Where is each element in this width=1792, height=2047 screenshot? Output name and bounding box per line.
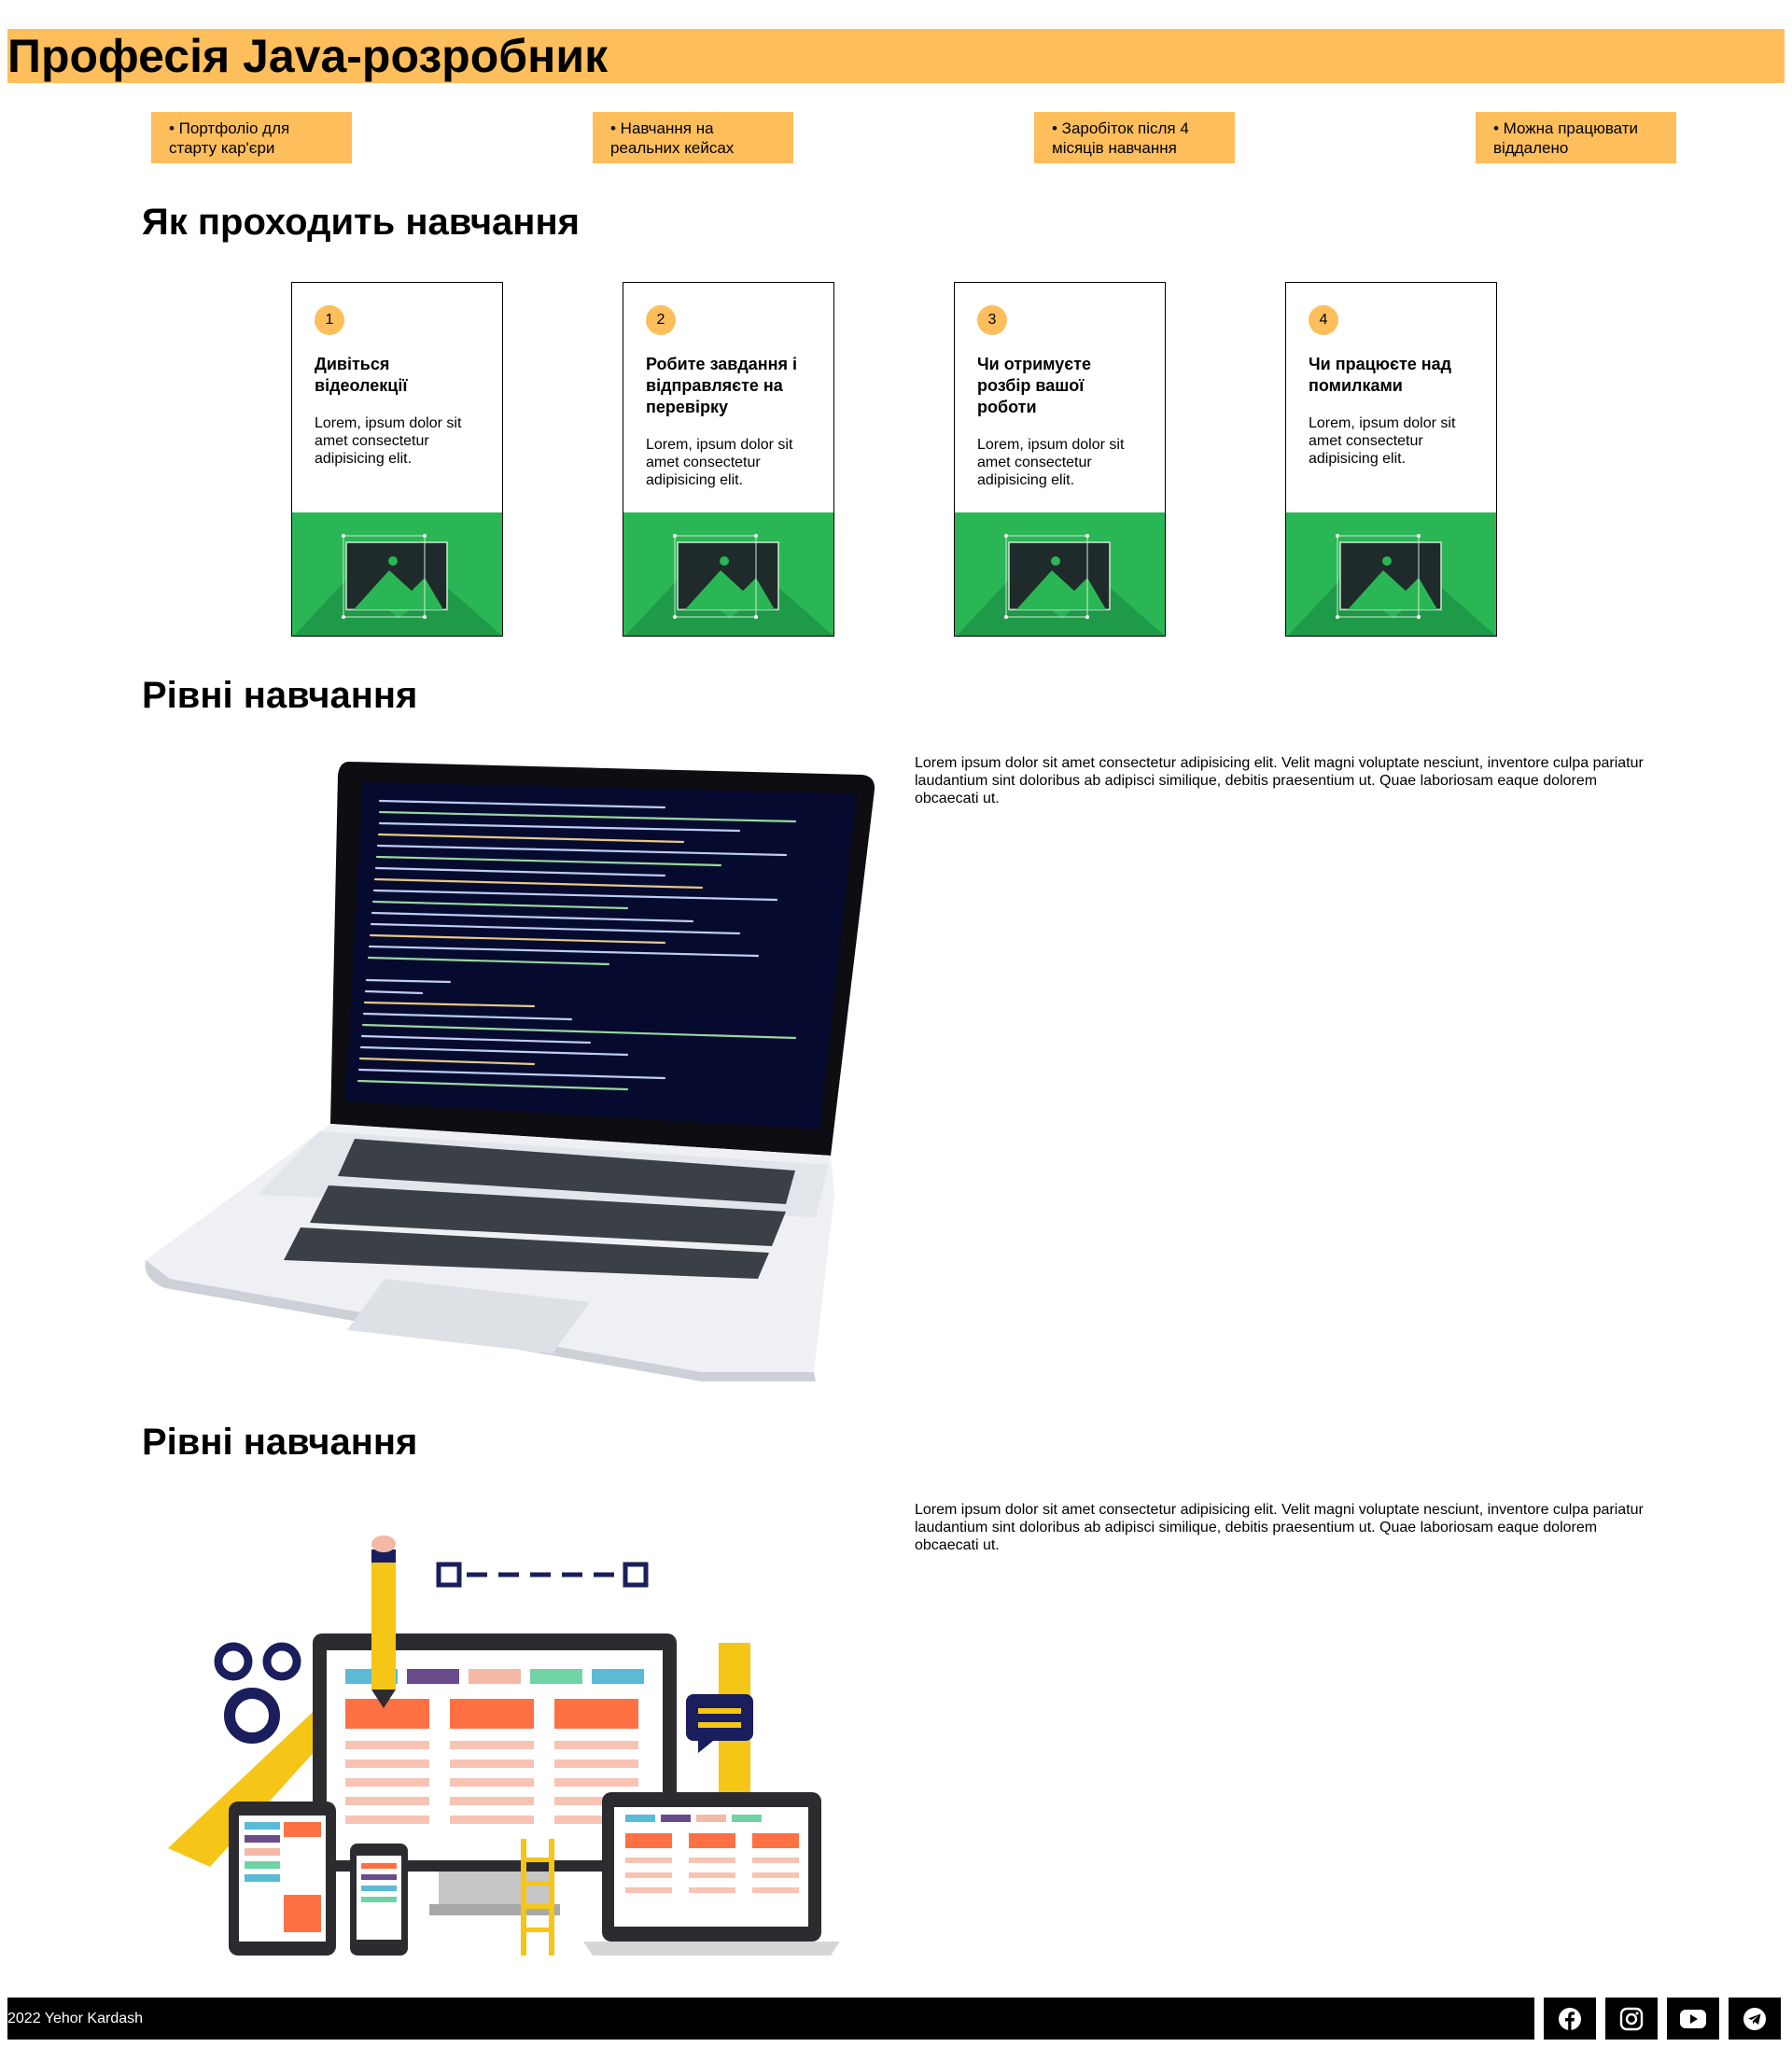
image-placeholder-icon — [1286, 512, 1496, 636]
instagram-link[interactable] — [1605, 1998, 1658, 2040]
image-placeholder-icon — [292, 512, 502, 636]
step-card: 3 Чи отримуєте розбір вашої роботи Lorem… — [954, 282, 1166, 637]
facebook-icon — [1559, 2007, 1581, 2030]
step-title: Чи працюєте над помилками — [1309, 355, 1452, 395]
instagram-icon — [1619, 2007, 1644, 2030]
telegram-link[interactable] — [1729, 1998, 1781, 2040]
step-number: 1 — [315, 305, 344, 335]
step-title: Дивіться відеолекції — [315, 355, 408, 395]
step-text: Lorem, ipsum dolor sit amet consectetur … — [646, 437, 793, 488]
feature-badge: • Заробіток після 4 місяців навчання — [1034, 112, 1235, 163]
telegram-icon — [1743, 2007, 1766, 2030]
step-number: 4 — [1309, 305, 1338, 335]
feature-badge: • Можна працювати віддалено — [1476, 112, 1676, 163]
step-number: 3 — [977, 305, 1007, 335]
page-title: Професія Java-розробник — [7, 30, 609, 82]
levels-description: Lorem ipsum dolor sit amet consectetur a… — [915, 1502, 1644, 1553]
footer: 2022 Yehor Kardash — [7, 1998, 1534, 2040]
step-text: Lorem, ipsum dolor sit amet consectetur … — [1309, 415, 1456, 467]
step-card: 2 Робите завдання і відправляєте на пере… — [623, 282, 834, 637]
youtube-link[interactable] — [1667, 1998, 1719, 2040]
image-placeholder-icon — [623, 512, 833, 636]
hero-banner: Професія Java-розробник — [7, 29, 1785, 83]
step-number: 2 — [646, 305, 676, 335]
facebook-link[interactable] — [1544, 1998, 1596, 2040]
step-title: Чи отримуєте розбір вашої роботи — [977, 355, 1091, 416]
web-design-illustration — [168, 1535, 840, 1956]
step-text: Lorem, ipsum dolor sit amet consectetur … — [977, 437, 1125, 488]
levels-description: Lorem ipsum dolor sit amet consectetur a… — [915, 755, 1644, 806]
step-card: 1 Дивіться відеолекції Lorem, ipsum dolo… — [291, 282, 503, 637]
step-title: Робите завдання і відправляєте на переві… — [646, 355, 798, 416]
feature-badge: • Портфоліо для старту кар'єри — [151, 112, 352, 163]
feature-badge: • Навчання на реальних кейсах — [593, 112, 793, 163]
image-placeholder-icon — [955, 512, 1165, 636]
section-title-levels: Рівні навчання — [142, 675, 418, 716]
laptop-illustration — [145, 762, 875, 1381]
footer-copyright: 2022 Yehor Kardash — [7, 2011, 144, 2026]
youtube-icon — [1680, 2009, 1706, 2028]
section-title-levels: Рівні навчання — [142, 1422, 418, 1463]
section-title-how: Як проходить навчання — [142, 202, 580, 243]
step-card: 4 Чи працюєте над помилками Lorem, ipsum… — [1285, 282, 1497, 637]
step-text: Lorem, ipsum dolor sit amet consectetur … — [315, 415, 462, 467]
